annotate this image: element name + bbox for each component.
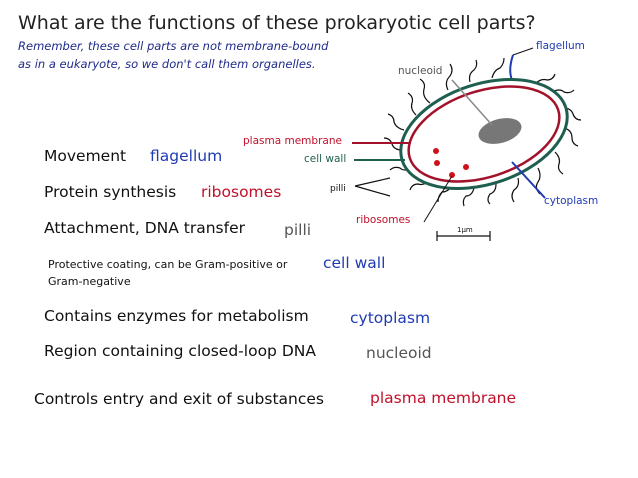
scale-bar [436,231,491,241]
label-nucleoid: nucleoid [398,65,443,77]
label-plasma-membrane: plasma membrane [243,135,342,147]
note-line-1: Remember, these cell parts are not membr… [18,39,329,53]
nucleoid-shape [478,118,522,144]
function-protective-coating-2: Gram-negative [48,275,131,288]
answer-plasma-membrane: plasma membrane [370,389,517,407]
function-metabolism: Contains enzymes for metabolism [44,307,309,325]
answer-cell-wall: cell wall [323,254,386,272]
answer-nucleoid: nucleoid [366,344,432,362]
note-line-2: as in a eukaryote, so we don't call them… [18,57,316,71]
cytoplasm-leader [511,161,546,199]
function-entry-exit: Controls entry and exit of substances [34,390,324,408]
function-protective-coating-1: Protective coating, can be Gram-positive… [48,258,288,271]
function-attachment: Attachment, DNA transfer [44,219,245,237]
label-flagellum: flagellum [536,40,585,52]
label-pilli: pilli [330,184,346,194]
answer-cytoplasm: cytoplasm [350,309,431,327]
pilli-leader [354,177,391,197]
flagellum-leader [512,47,534,56]
label-ribosomes: ribosomes [356,214,411,226]
ribosomes-leader [423,175,453,223]
function-dna-region: Region containing closed-loop DNA [44,342,316,360]
ribosome-dots [433,148,469,178]
label-scale: 1μm [457,226,473,234]
function-movement: Movement [44,147,127,165]
label-cell-wall: cell wall [304,153,347,165]
answer-ribosomes: ribosomes [201,183,282,201]
label-cytoplasm: cytoplasm [544,195,599,207]
nucleoid-leader [451,79,493,126]
answer-pilli: pilli [284,221,312,239]
function-protein-synthesis: Protein synthesis [44,183,177,201]
answer-flagellum: flagellum [150,147,223,165]
page-title: What are the functions of these prokaryo… [18,12,536,34]
